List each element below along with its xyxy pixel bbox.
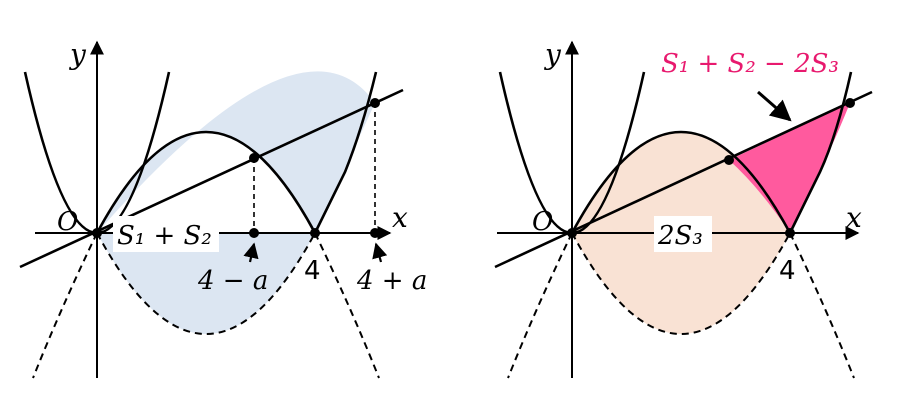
left-tick-4-plus-a: 4 + a [356, 266, 427, 296]
right-dashed-left-branch [507, 232, 573, 379]
left-tick-4-minus-a: 4 − a [197, 266, 268, 296]
left-area-label-background [113, 216, 219, 252]
left-pointer-4-plus-a [372, 242, 388, 263]
left-area-label: S₁ + S₂ [117, 221, 212, 251]
right-dashed-right-branch [789, 232, 855, 379]
left-y-label: y [68, 38, 87, 71]
right-point-intersection-1 [724, 155, 734, 165]
right-highlight-region [729, 103, 850, 233]
right-x-label: x [846, 201, 862, 234]
right-upper-parabola [570, 130, 792, 234]
left-panel: y x O S₁ + S₂ 4 − a 4 4 + a [19, 38, 427, 379]
left-line [19, 88, 404, 269]
left-tick-4: 4 [304, 256, 321, 286]
right-point-4 [785, 228, 795, 238]
left-point-4-minus-a [249, 228, 259, 238]
right-panel: y x O 2S₃ 4 S₁ + S₂ − 2S₃ [494, 38, 873, 379]
right-steep-parabola-right [788, 71, 853, 234]
left-shaded-region [97, 71, 375, 233]
left-pointer-4-minus-a [243, 242, 259, 263]
right-y-label: y [543, 38, 562, 71]
right-highlight-pointer [757, 90, 792, 122]
right-area-label: 2S₃ [657, 221, 703, 251]
left-point-4 [310, 228, 320, 238]
left-upper-parabola [95, 130, 317, 234]
left-origin-label: O [57, 207, 78, 237]
right-highlight-label: S₁ + S₂ − 2S₃ [661, 49, 839, 79]
left-x-label: x [392, 201, 408, 234]
left-point-intersection-2 [370, 98, 380, 108]
right-origin-label: O [532, 207, 553, 237]
right-point-origin [567, 228, 577, 238]
left-point-origin [92, 228, 102, 238]
right-line [494, 90, 873, 269]
left-dashed-right-branch [314, 232, 380, 379]
right-dashed-lower-curve [571, 232, 791, 335]
left-point-intersection-1 [249, 153, 259, 163]
left-point-4-plus-a [370, 228, 380, 238]
right-point-intersection-2 [845, 98, 855, 108]
left-dashed-left-branch [32, 232, 98, 379]
right-tick-4: 4 [779, 256, 796, 286]
left-dashed-lower-curve [96, 232, 316, 335]
left-steep-parabola-right [313, 71, 378, 234]
right-area-label-background [654, 216, 712, 252]
